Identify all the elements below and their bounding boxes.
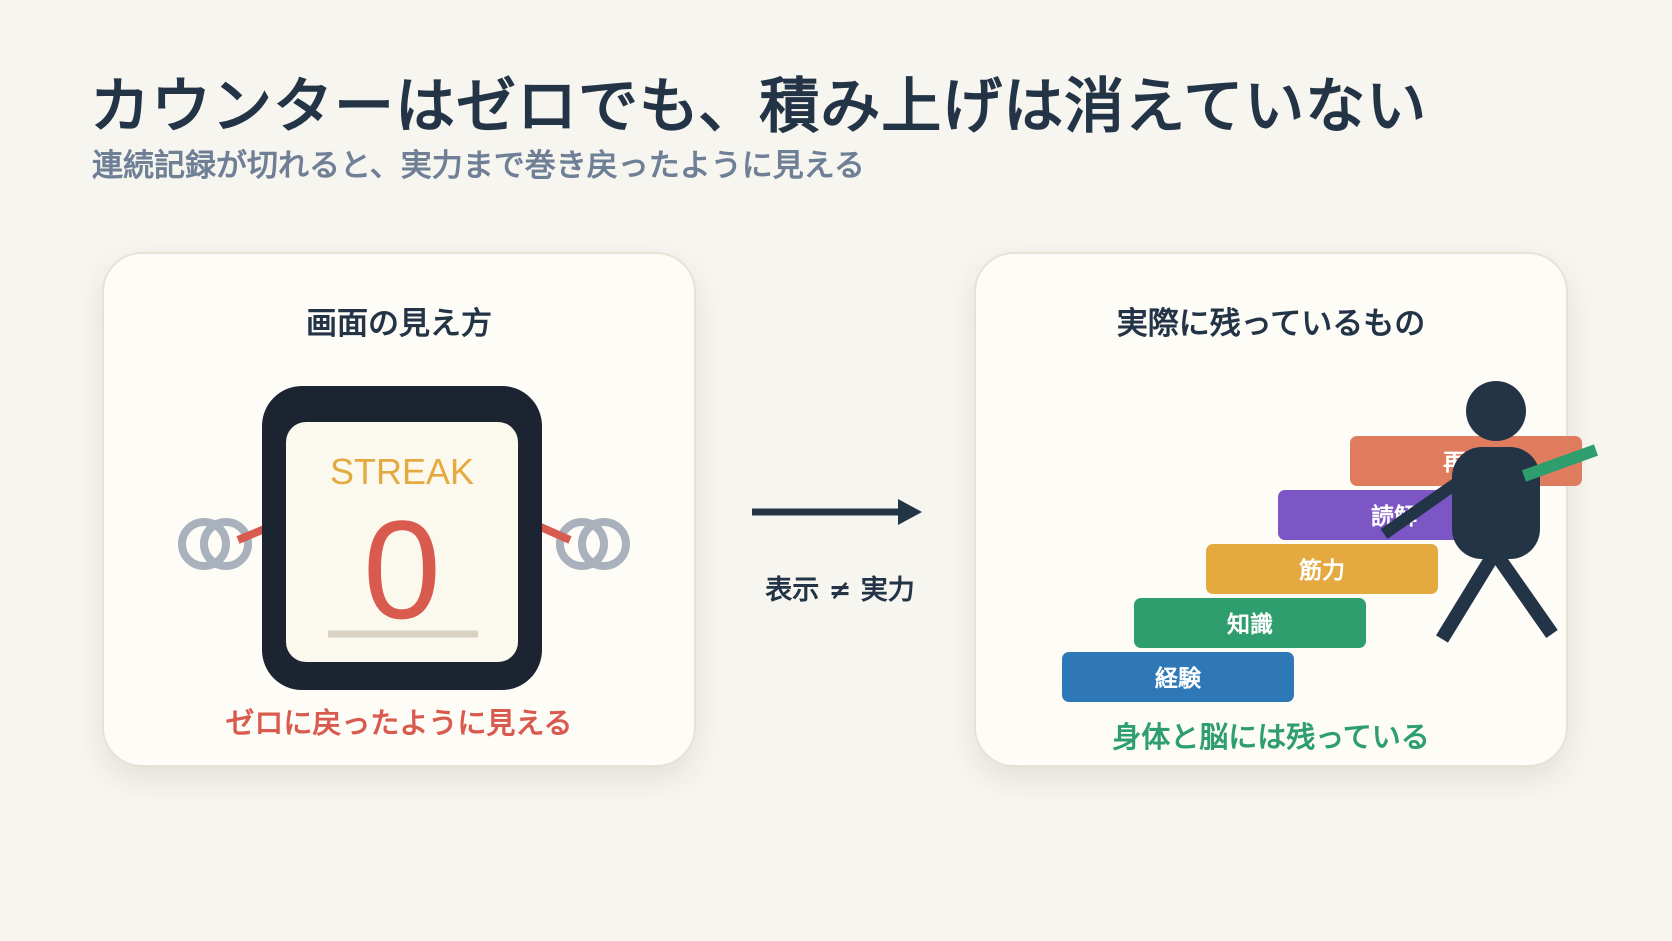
skill-stairs-illustration: 経験 知識 筋力 読解 再現 <box>1062 381 1599 702</box>
skill-block: 筋力 <box>1206 544 1438 594</box>
skill-block-label: 経験 <box>1155 665 1202 692</box>
counter-screen <box>286 422 518 662</box>
skill-block: 経験 <box>1062 652 1294 702</box>
display-not-ability-label: 表示 ≠ 実力 <box>765 575 915 606</box>
arrow-right-icon <box>752 499 922 525</box>
page-subtitle: 連続記録が切れると、実力まで巻き戻ったように見える <box>92 148 865 184</box>
screen-view-title: 画面の見え方 <box>306 306 492 342</box>
actual-remains-card: 実際に残っているもの 経験 知識 筋力 読解 再現 <box>974 252 1599 767</box>
person-icon <box>1380 381 1599 643</box>
skill-block: 知識 <box>1134 598 1366 648</box>
actual-remains-caption: 身体と脳には残っている <box>1112 720 1430 754</box>
skill-block-label: 筋力 <box>1299 557 1345 584</box>
actual-remains-title: 実際に残っているもの <box>1116 306 1426 342</box>
streak-label: STREAK <box>330 451 474 492</box>
streak-value: 0 <box>363 491 441 648</box>
screen-view-card: 画面の見え方 STREAK 0 ゼロに戻ったように見える <box>102 252 696 767</box>
page-title: カウンターはゼロでも、積み上げは消えていない <box>90 72 1428 142</box>
skill-block-label: 知識 <box>1227 611 1273 638</box>
streak-counter-illustration: STREAK 0 <box>178 386 630 690</box>
screen-view-caption: ゼロに戻ったように見える <box>225 706 573 740</box>
